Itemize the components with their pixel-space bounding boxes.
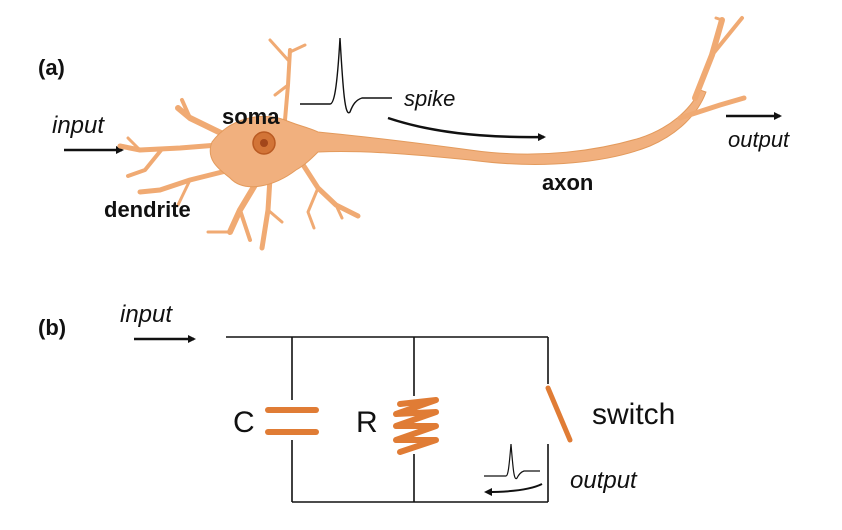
spike-label: spike [404,86,455,111]
panel-b: (b) input C R switch o [38,301,675,503]
capacitor-icon [265,400,319,440]
dendrite-label: dendrite [104,197,191,222]
propagation-arrow [387,116,546,142]
panel-a: (a) input [38,16,790,251]
output-label-a: output [728,127,790,152]
mini-spike-icon [484,443,540,480]
switch-label: switch [592,398,675,431]
output-arrow-b [484,483,543,496]
input-label-a: input [52,112,105,139]
resistor-label: R [356,406,378,439]
spike-waveform-icon [300,37,392,114]
dendrites [117,38,361,251]
switch-icon [545,385,573,443]
circuit-wires [226,336,549,503]
input-label-b: input [120,301,173,328]
axon-label: axon [542,170,593,195]
capacitor-label: C [233,406,255,439]
output-label-b: output [570,467,638,494]
nucleolus-icon [260,139,268,147]
soma-label: soma [222,104,280,129]
resistor-icon [393,396,439,455]
panel-b-label: (b) [38,315,66,340]
axon-terminals [677,16,747,121]
panel-a-label: (a) [38,55,65,80]
